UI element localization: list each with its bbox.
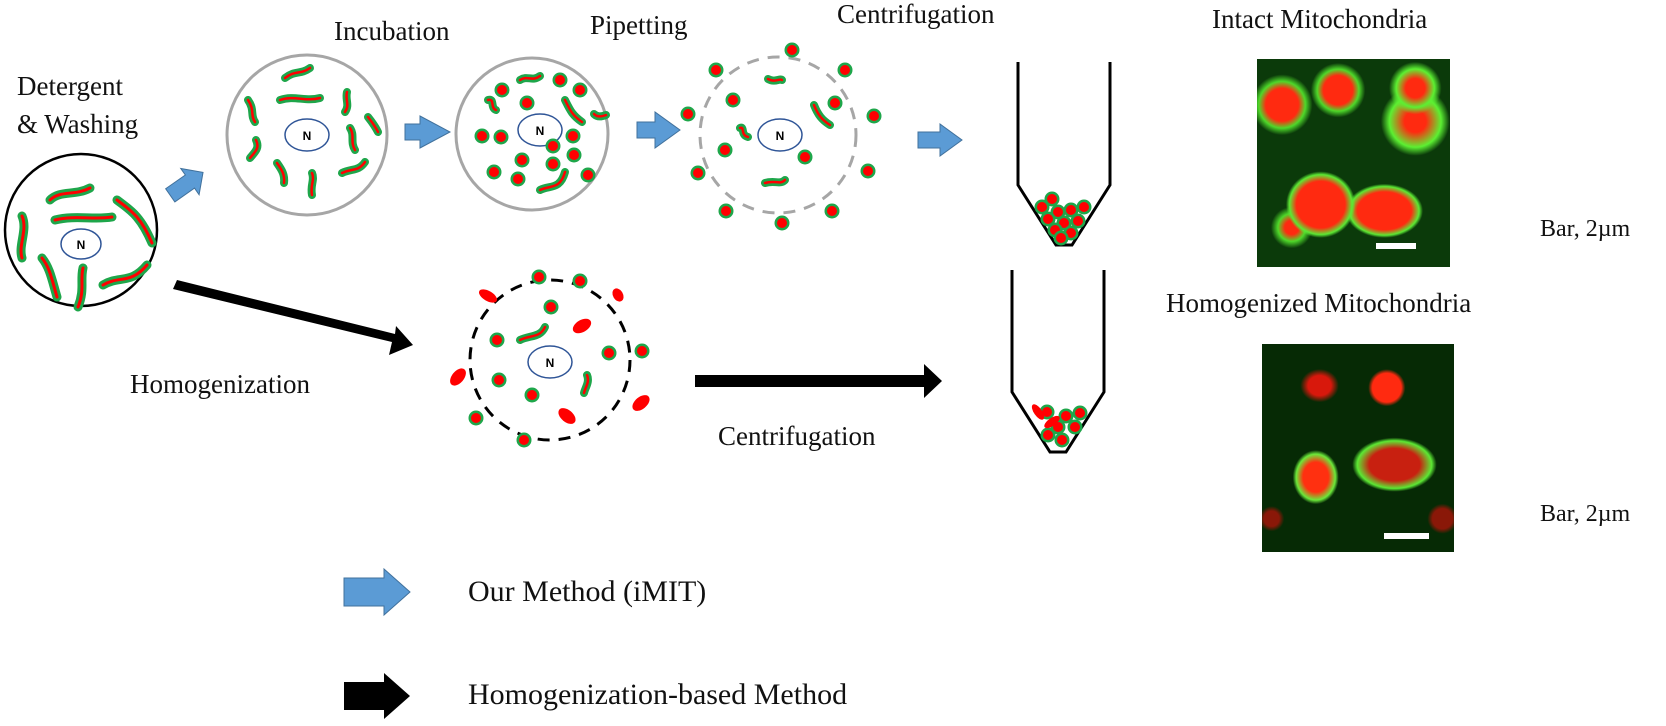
pipetting-label: Pipetting [590,10,688,40]
blue-arrow-icon [636,111,681,149]
homogenized-mitochondria-title: Homogenized Mitochondria [1166,288,1472,318]
scale-label-intact: Bar, 2µm [1540,216,1631,242]
blue-arrow-icon [917,123,963,157]
nucleus-label: N [77,238,86,252]
homogenized-cell: N [450,269,650,448]
legend-homogenization-method-label: Homogenization-based Method [468,678,848,711]
detergent-label: Detergent [17,71,123,101]
centrifugation-bottom-label: Centrifugation [718,421,876,451]
incubation-label: Incubation [334,16,450,46]
svg-text:N: N [776,129,785,143]
centrifugation-top-label: Centrifugation [837,0,995,29]
intact-mitochondria-title: Intact Mitochondria [1212,4,1428,34]
incubation-cell: N [225,53,389,217]
nucleus-icon [60,228,102,260]
dispersed-cell: N [680,42,882,231]
legend-blue-arrow-icon [343,567,411,617]
washing-label: & Washing [17,109,139,139]
pipetting-cell: N [454,56,610,212]
intact-mitochondria-micrograph [1257,59,1450,267]
legend-black-arrow-icon [344,673,410,719]
centrifuge-tube-intact [1016,62,1112,247]
centrifuge-tube-homogenized [1010,270,1106,454]
scale-bar-intact [1376,243,1416,249]
svg-text:N: N [303,129,312,143]
scale-label-homogenized: Bar, 2µm [1540,501,1631,527]
black-arrow-icon [695,364,942,398]
blue-arrow-icon [164,167,204,203]
svg-text:N: N [536,124,545,138]
svg-text:N: N [546,356,555,370]
black-arrow-icon [173,280,413,355]
homogenization-label: Homogenization [130,369,310,399]
starting-cell: N [3,152,159,312]
homogenized-mitochondria-micrograph [1262,344,1454,552]
blue-arrow-icon [404,115,452,149]
legend-our-method-label: Our Method (iMIT) [468,575,707,608]
scale-bar-homogenized [1384,533,1429,539]
